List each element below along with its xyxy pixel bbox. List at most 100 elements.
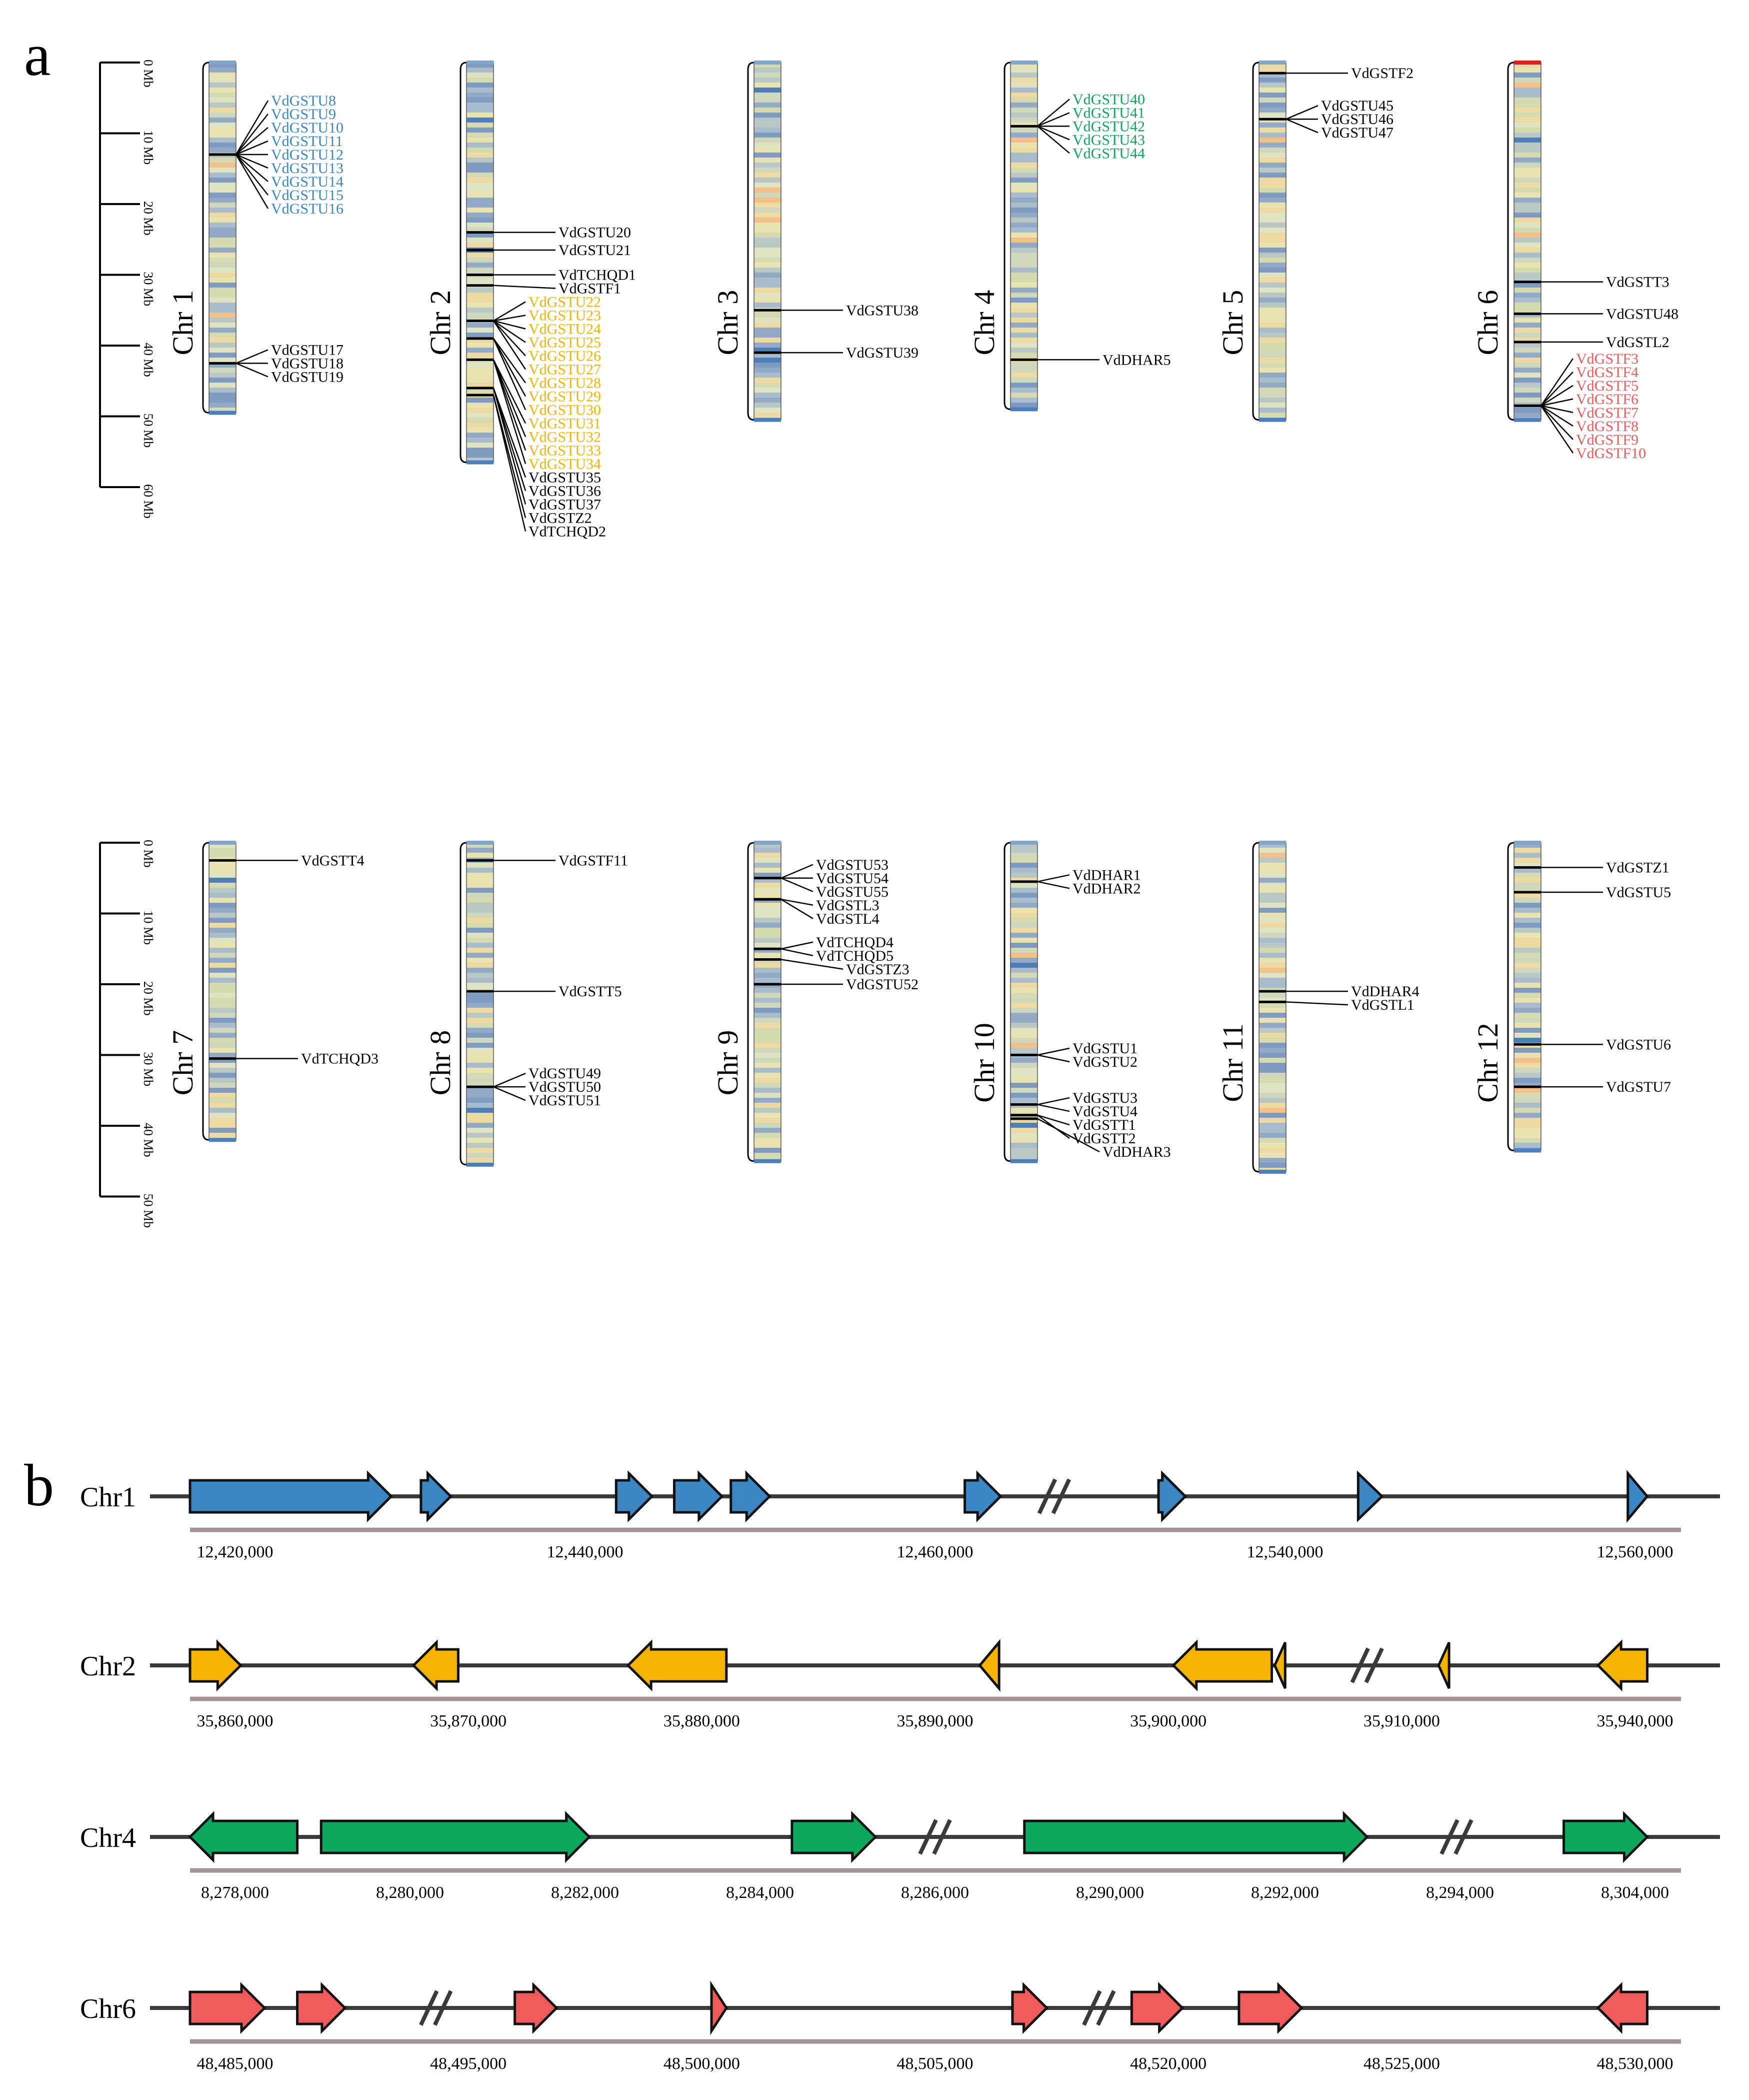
gene-label: VdDHAR3 (1102, 1144, 1171, 1160)
chromosome-band (1514, 283, 1541, 288)
chromosome-band (1010, 878, 1038, 883)
chromosome-band (754, 178, 781, 183)
chromosome-band (754, 243, 781, 248)
chromosome-band (1514, 1108, 1541, 1113)
chromosome-band (754, 988, 781, 993)
chromosome-band (1010, 1013, 1038, 1018)
axis-break-mark (1037, 1478, 1058, 1514)
chromosome-band (1010, 118, 1038, 123)
chromosome-band (209, 68, 236, 73)
chromosome-band (466, 863, 494, 868)
chromosome-band (466, 433, 494, 438)
chromosome-band (1259, 413, 1286, 418)
chromosome-band (466, 973, 494, 978)
gene-label: VdGSTU5 (1606, 884, 1671, 901)
chromosome-band (466, 268, 494, 273)
chromosome-band (466, 1078, 494, 1083)
chromosome-band (1010, 958, 1038, 963)
chromosome-band (1259, 933, 1286, 938)
chromosome-bottom-cap (1514, 1148, 1541, 1153)
chromosome-band (209, 308, 236, 313)
chromosome-band (209, 328, 236, 333)
chromosome-band (209, 168, 236, 173)
chromosome-band (754, 163, 781, 168)
chromosome-band (466, 368, 494, 373)
chromosome-band (1259, 388, 1286, 393)
chromosome-band (466, 163, 494, 168)
chromosome-band (1010, 998, 1038, 1003)
chromosome-band (1259, 383, 1286, 388)
chromosome-band (1259, 1043, 1286, 1048)
coordinate-label: 8,280,000 (376, 1883, 444, 1902)
chromosome-band (1514, 1113, 1541, 1118)
chromosome-band (1010, 213, 1038, 218)
chromosome-2: Chr 2VdGSTU20VdGSTU21VdTCHQD1VdGSTF1VdGS… (424, 61, 636, 540)
chromosome-band (1010, 908, 1038, 913)
chromosome-band (1010, 1133, 1038, 1138)
chromosome-band (1010, 183, 1038, 188)
chromosome-band (466, 188, 494, 193)
chromosome-band (1259, 298, 1286, 303)
chromosome-band (754, 303, 781, 308)
chromosome-band (1514, 278, 1541, 283)
chromosome-band (1514, 213, 1541, 218)
gene-label: VdGSTF9 (1576, 432, 1638, 448)
chromosome-band (1010, 893, 1038, 898)
chromosome-band (1259, 928, 1286, 933)
chromosome-band (466, 868, 494, 873)
chromosome-top-cap (1259, 841, 1286, 845)
gene-connector (1037, 1114, 1070, 1126)
scale-tick-label: 40 Mb (141, 343, 156, 377)
chromosome-band (1010, 338, 1038, 343)
chromosome-band (1514, 128, 1541, 133)
chromosome-band (1259, 238, 1286, 243)
chromosome-band (466, 1113, 494, 1118)
gene-arrow (188, 1810, 299, 1863)
gene-label: VdGSTZ1 (1606, 860, 1670, 876)
chromosome-band (1010, 848, 1038, 853)
chromosome-band (754, 968, 781, 973)
axis-break-mark (433, 1990, 453, 2026)
chromosome-band (1514, 188, 1541, 193)
axis-break-mark (1051, 1478, 1072, 1514)
chromosome-band (1259, 913, 1286, 918)
chromosome-band (466, 983, 494, 988)
gene-arrow (1023, 1810, 1369, 1863)
chromosome-band (1259, 208, 1286, 213)
chromosome-10: Chr 10VdDHAR1VdDHAR2VdGSTU1VdGSTU2VdGSTU… (968, 841, 1171, 1163)
chromosome-band (1010, 1063, 1038, 1068)
chromosome-band (1514, 208, 1541, 213)
chromosome-band (1514, 973, 1541, 978)
chromosome-band (466, 183, 494, 188)
gene-arrow (514, 1981, 558, 2034)
chromosome-band (466, 848, 494, 853)
gene-connector (780, 898, 814, 906)
chromosome-bottom-cap (1514, 418, 1541, 422)
chromosome-band (754, 263, 781, 268)
chromosome-band (754, 408, 781, 413)
chromosome-band (209, 148, 236, 153)
chromosome-band (466, 1118, 494, 1123)
chromosome-band (1514, 248, 1541, 253)
chromosome-band (209, 1053, 236, 1058)
chromosome-band (1259, 923, 1286, 928)
chromosome-band (1259, 1153, 1286, 1158)
chromosome-band (1514, 843, 1541, 848)
chromosome-top-cap (1514, 61, 1541, 65)
chromosome-band (1259, 983, 1286, 988)
gene-arrow (412, 1639, 460, 1692)
gene-label: VdGSTU24 (528, 321, 601, 338)
chromosome-1: Chr 1VdGSTU8VdGSTU9VdGSTU10VdGSTU11VdGST… (166, 61, 344, 415)
chromosome-band (754, 268, 781, 273)
gene-label: VdGSTU7 (1606, 1079, 1671, 1095)
chromosome-band (1010, 1143, 1038, 1148)
gene-arrow (420, 1470, 453, 1523)
chromosome-band (1010, 188, 1038, 193)
chromosome-band (754, 1078, 781, 1083)
chromosome-band (1010, 943, 1038, 948)
chromosome-band (209, 873, 236, 878)
chromosome-band (209, 1073, 236, 1078)
chromosome-band (466, 1088, 494, 1093)
